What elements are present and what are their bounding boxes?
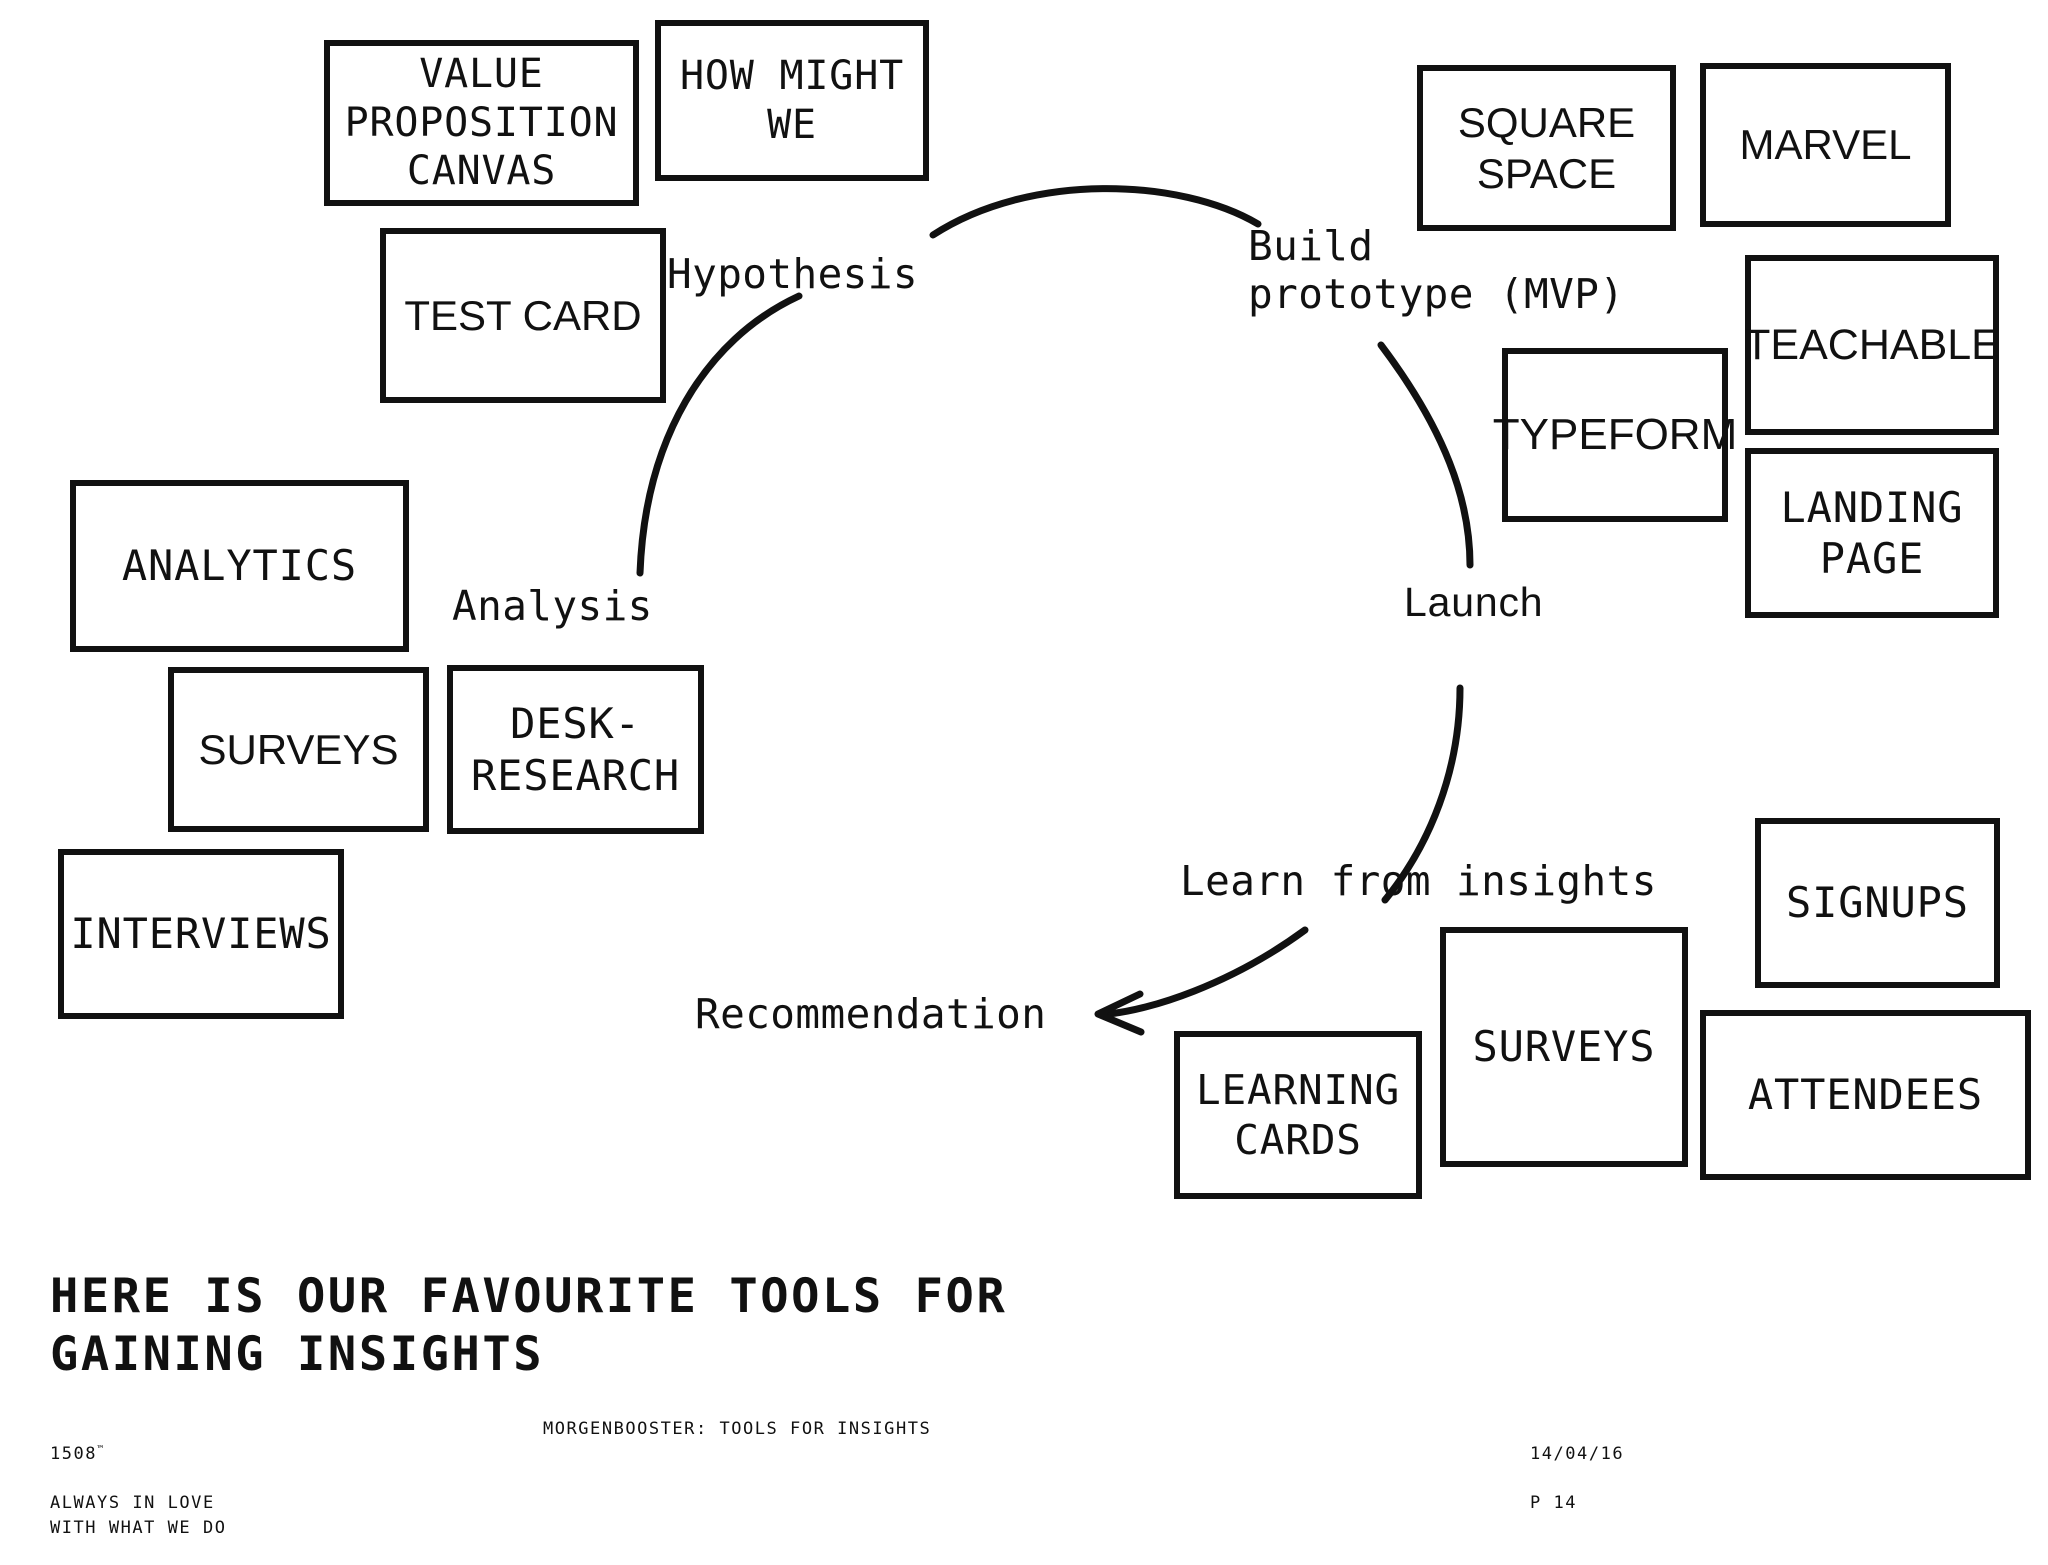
arc-learn-to-recommendation [1104, 926, 1309, 1018]
footer-page-number: P 14 [1530, 1492, 1578, 1513]
arrowhead-left [1094, 990, 1145, 1036]
stage-label-build: Build prototype (MVP) [1248, 222, 1625, 319]
stage-label-analysis: Analysis [452, 582, 653, 630]
footer-deck-title: MORGENBOOSTER: TOOLS FOR INSIGHTS [543, 1419, 932, 1439]
tool-box-desk-research[interactable]: DESK- RESEARCH [447, 665, 704, 834]
footer-brand-word: 1508 [50, 1443, 98, 1464]
footer-meta: 14/04/16 P 14 [1530, 1417, 1624, 1540]
tool-box-how-might-we[interactable]: HOW MIGHT WE [655, 20, 929, 181]
tool-box-signups[interactable]: SIGNUPS [1755, 818, 2000, 988]
footer-date: 14/04/16 [1530, 1443, 1625, 1464]
tool-box-teachable[interactable]: TEACHABLE [1744, 255, 2000, 435]
footer-brand: 1508™ ALWAYS IN LOVE WITH WHAT WE DO [50, 1417, 226, 1565]
tool-box-interviews[interactable]: INTERVIEWS [58, 849, 344, 1019]
tool-box-typeform[interactable]: TYPEFORM [1493, 348, 1737, 522]
tool-box-attendees[interactable]: ATTENDEES [1700, 1010, 2031, 1180]
tool-box-surveys-analysis[interactable]: SURVEYS [168, 667, 429, 832]
tool-box-marvel[interactable]: MARVEL [1700, 63, 1951, 227]
tool-box-landing-page[interactable]: LANDING PAGE [1745, 448, 1999, 618]
tool-box-surveys-learn[interactable]: SURVEYS [1440, 927, 1688, 1167]
footer-brand-name: 1508™ [50, 1442, 226, 1467]
stage-label-learn: Learn from insights [1180, 857, 1657, 905]
arc-build-to-launch [1377, 341, 1474, 569]
tool-box-analytics[interactable]: ANALYTICS [70, 480, 409, 652]
stage-label-recommendation: Recommendation [695, 990, 1047, 1038]
tool-box-square-space[interactable]: SQUARE SPACE [1417, 65, 1676, 231]
tool-box-test-card[interactable]: TEST CARD [380, 228, 666, 403]
trademark-icon: ™ [97, 1443, 104, 1455]
footer-brand-tagline: ALWAYS IN LOVE WITH WHAT WE DO [50, 1492, 227, 1538]
arc-top [929, 185, 1262, 239]
stage-label-hypothesis: Hypothesis [667, 250, 918, 298]
stage-label-launch: Launch [1404, 579, 1544, 625]
tool-box-value-proposition-canvas[interactable]: VALUE PROPOSITION CANVAS [324, 40, 639, 206]
tool-box-learning-cards[interactable]: LEARNING CARDS [1174, 1031, 1422, 1199]
page-title: HERE IS OUR FAVOURITE TOOLS FOR GAINING … [50, 1269, 1008, 1383]
